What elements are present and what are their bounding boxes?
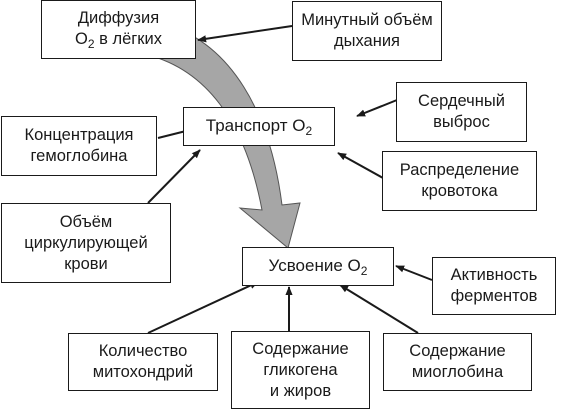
arrow-enzymes-to-uptake bbox=[395, 265, 433, 281]
diffusion-line2: O2 в лёгких bbox=[75, 30, 162, 51]
blood-volume-label: Объём циркулирующей крови bbox=[24, 212, 148, 273]
node-cardiac-output: Сердечный выброс bbox=[396, 82, 527, 142]
node-blood-flow: Распределение кровотока bbox=[382, 151, 537, 211]
uptake-label: Усвоение O2 bbox=[268, 256, 368, 278]
arrow-cardiac-output-to-transport bbox=[356, 99, 398, 117]
mitochondria-label: Количество митохондрий bbox=[92, 342, 194, 381]
blood-flow-label: Распределение кровотока bbox=[399, 161, 520, 200]
arrow-myoglobin-to-uptake bbox=[339, 284, 419, 334]
node-uptake: Усвоение O2 bbox=[242, 247, 394, 286]
arrow-blood-flow-to-transport bbox=[337, 152, 384, 179]
node-blood-volume: Объём циркулирующей крови bbox=[1, 203, 171, 283]
enzymes-label: Активность ферментов bbox=[450, 266, 538, 305]
cardiac-output-label: Сердечный выброс bbox=[418, 92, 505, 131]
node-transport: Транспорт O2 bbox=[183, 107, 335, 146]
myoglobin-label: Содержание миоглобина bbox=[409, 342, 506, 381]
diffusion-line1: Диффузия bbox=[77, 9, 160, 27]
node-enzymes: Активность ферментов bbox=[432, 257, 556, 315]
transport-label: Транспорт O2 bbox=[205, 116, 313, 138]
arrow-mitochondria-to-uptake bbox=[147, 281, 259, 334]
minute-volume-label: Минутный объём дыхания bbox=[301, 11, 433, 50]
arrow-minute-volume-to-diffusion bbox=[197, 25, 293, 43]
node-minute-volume: Минутный объём дыхания bbox=[292, 1, 442, 61]
node-hemoglobin: Концентрация гемоглобина bbox=[1, 116, 157, 176]
node-myoglobin: Содержание миоглобина bbox=[383, 333, 532, 391]
glycogen-fat-label: Содержание гликогена и жиров bbox=[252, 339, 349, 400]
node-glycogen-fat: Содержание гликогена и жиров bbox=[231, 331, 370, 409]
node-mitochondria: Количество митохондрий bbox=[68, 333, 218, 391]
oxygen-flow-arrow bbox=[147, 24, 301, 249]
hemoglobin-label: Концентрация гемоглобина bbox=[24, 126, 134, 165]
arrow-blood-volume-to-transport bbox=[147, 149, 201, 204]
node-diffusion-lungs: Диффузия O2 в лёгких bbox=[41, 0, 196, 59]
